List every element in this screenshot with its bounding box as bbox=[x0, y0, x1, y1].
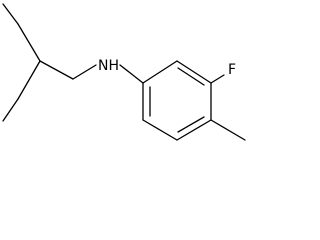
ring-double-bond-top bbox=[177, 67, 205, 86]
ring-bond-2 bbox=[176, 60, 212, 84]
structure-diagram: NH F bbox=[2, 3, 246, 141]
bond-ring-f bbox=[210, 74, 225, 84]
ring-bond-5 bbox=[142, 119, 178, 141]
fluorine-label: F bbox=[228, 62, 236, 78]
bond-ethyl-lower-ch2 bbox=[17, 60, 41, 100]
bond-ethyl-lower-ch3 bbox=[2, 98, 19, 122]
bond-lines bbox=[2, 3, 246, 141]
bond-n-ring bbox=[119, 64, 144, 84]
bond-ethyl-upper-ch2 bbox=[17, 23, 41, 62]
ring-bond-4 bbox=[176, 119, 212, 141]
bond-branch-ch2 bbox=[39, 60, 74, 80]
bond-ring-methyl bbox=[210, 119, 246, 141]
amine-label: NH bbox=[98, 58, 119, 74]
bond-ethyl-upper-ch3 bbox=[2, 3, 19, 25]
ring-double-bond-bottom bbox=[177, 116, 205, 133]
ring-bond-1 bbox=[142, 60, 178, 84]
bond-ch2-n bbox=[72, 64, 97, 80]
